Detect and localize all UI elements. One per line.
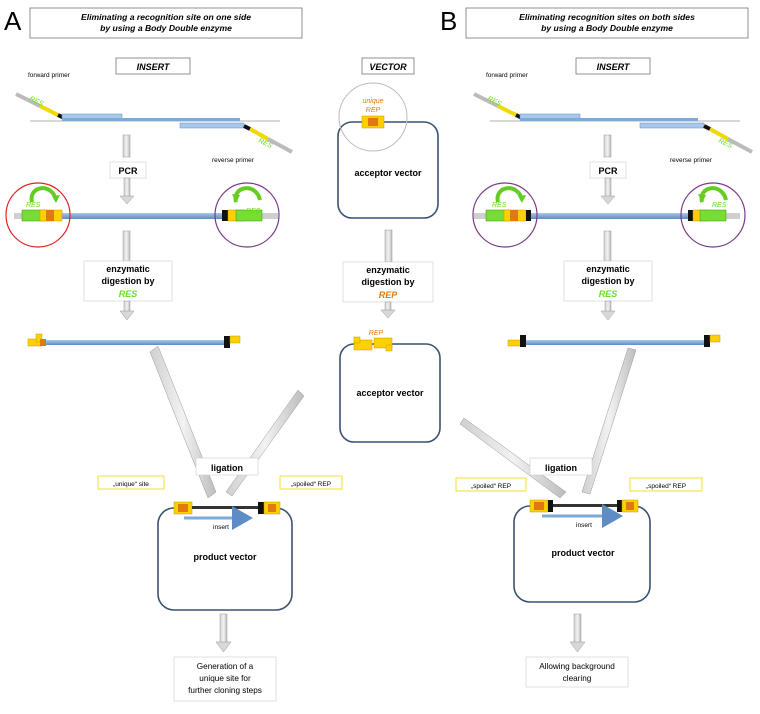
panel-a-outcome-box — [173, 656, 277, 702]
panel-a-curved-arrow-left — [29, 186, 58, 203]
panel-a-purple-circle — [214, 182, 280, 248]
panel-b-insert-small: insert — [576, 522, 592, 529]
panel-a-ligation-label: ligation — [211, 463, 243, 473]
panel-a-arrow-outcome — [215, 613, 232, 653]
panel-a-product-vector-label: product vector — [193, 552, 257, 562]
panel-b-purple-circle-left — [472, 182, 538, 248]
panel-a-outcome-line2: unique site for — [199, 674, 251, 683]
panel-a-digest-line2: digestion by — [101, 276, 154, 286]
vector-rep-site — [361, 115, 385, 129]
panel-b-digest-enzyme: RES — [599, 289, 618, 299]
panel-a-insert-box — [115, 57, 191, 75]
panel-a-outcome-line3: further cloning steps — [188, 686, 262, 695]
vector-cut-ends — [353, 336, 393, 352]
panel-b-site-left-box — [455, 477, 527, 492]
panel-b-insert-label: INSERT — [597, 62, 631, 72]
panel-a-digest-line1: enzymatic — [106, 264, 150, 274]
vector-unique-line2: REP — [366, 107, 381, 114]
panel-b-title-box — [465, 7, 749, 39]
panel-b-arrow-outcome — [569, 613, 586, 653]
vector-digest-enzyme: REP — [379, 290, 399, 300]
vector-digest-line1: enzymatic — [366, 265, 410, 275]
panel-b-res-tag-circle-left: RES — [492, 202, 507, 209]
panel-a-res-tag-circle-right: RES — [246, 208, 261, 215]
panel-b-arrow-pcr — [603, 134, 612, 158]
panel-b-reverse-primer: reverse primer — [670, 157, 713, 164]
panel-a-title-line1: Eliminating a recognition site on one si… — [81, 12, 251, 22]
vector-arrow-digest-down — [380, 301, 396, 319]
panel-a-site-right-box — [279, 475, 343, 490]
panel-b-arrow-digest-down — [600, 300, 616, 321]
panel-a-reverse-primer-graphic — [179, 122, 293, 154]
panel-b-arrow-ligation-left — [459, 417, 567, 499]
panel-b-digested-insert — [507, 334, 721, 347]
panel-b-insert-box — [575, 57, 651, 75]
vector-acceptor-vector-cut-label: acceptor vector — [356, 388, 424, 398]
panel-a-title-line2: by using a Body Double enzyme — [100, 23, 232, 33]
panel-b-digest-line2: digestion by — [581, 276, 634, 286]
panel-b-outcome-line2: clearing — [563, 674, 592, 683]
panel-a-title-box — [29, 7, 303, 39]
panel-b-ligation-box — [529, 457, 593, 476]
panel-a-digested-insert — [27, 333, 241, 348]
panel-b-arrow-pcr-down — [600, 177, 616, 205]
vector-rep-tag: REP — [369, 330, 384, 337]
panel-a-reverse-primer: reverse primer — [212, 157, 255, 164]
vector-arrow-digest — [384, 229, 393, 263]
panel-b-arrow-digest — [603, 230, 612, 262]
vector-digest-box — [342, 261, 434, 303]
panel-a-digest-enzyme: RES — [119, 289, 138, 299]
panel-b-ligation-label: ligation — [545, 463, 577, 473]
panel-a-red-circle — [5, 182, 71, 248]
panel-a-forward-primer: forward primer — [28, 72, 71, 79]
panel-a-arrow-digest-down — [119, 300, 135, 321]
panel-b-curved-arrow-left — [495, 186, 524, 203]
panel-b-title-line1: Eliminating recognition sites on both si… — [519, 12, 695, 22]
panel-b-pcr-product — [474, 209, 740, 222]
panel-b-purple-circle-right — [680, 182, 746, 248]
panel-b-res-tag-circle-right: RES — [712, 202, 727, 209]
vector-unique-line1: unique — [362, 98, 383, 105]
panel-b-site-right-box — [629, 477, 703, 492]
panel-a-outcome-line1: Generation of a — [197, 662, 254, 671]
panel-a-letter: A — [4, 6, 22, 36]
panel-a-arrow-pcr-down — [119, 177, 135, 205]
panel-b-product-insert — [529, 499, 639, 528]
panel-b-site-right: „spoiled“ REP — [646, 483, 686, 490]
vector-acceptor-vector — [337, 121, 439, 219]
panel-a-pcr-product — [14, 209, 278, 222]
panel-a-pcr-label: PCR — [118, 166, 138, 176]
panel-a-site-left-box — [97, 475, 165, 490]
panel-a-insert-label: INSERT — [137, 62, 171, 72]
panel-b-forward-primer: forward primer — [486, 72, 529, 79]
panel-b-pcr-label: PCR — [598, 166, 618, 176]
panel-b-product-vector-label: product vector — [551, 548, 615, 558]
panel-b-site-left: „spoiled“ REP — [471, 483, 511, 490]
vector-acceptor-vector-label: acceptor vector — [354, 168, 422, 178]
panel-b-arrow-ligation-right — [581, 347, 637, 495]
panel-a-insert-small: insert — [213, 524, 229, 531]
panel-a-forward-primer-graphic — [15, 92, 240, 121]
panel-a-arrow-digest — [122, 230, 131, 262]
panel-b-title-line2: by using a Body Double enzyme — [541, 23, 673, 33]
panel-b-letter: B — [440, 6, 457, 36]
panel-b-outcome-box — [525, 656, 629, 688]
panel-a-res-tag-circle-left: RES — [26, 202, 41, 209]
panel-a-product-insert — [173, 501, 281, 530]
panel-a-site-left: „unique“ site — [113, 481, 149, 488]
panel-a-arrow-pcr — [122, 134, 131, 158]
vector-digest-line2: digestion by — [361, 277, 414, 287]
panel-a-ligation-box — [195, 457, 259, 476]
panel-a-site-right: „spoiled“ REP — [291, 481, 331, 488]
panel-b-digest-box — [563, 260, 653, 302]
panel-b-reverse-primer-graphic — [639, 122, 753, 154]
panel-a-digest-box — [83, 260, 173, 302]
panel-b-forward-primer-graphic — [473, 92, 698, 121]
vector-unique-rep-circle — [338, 82, 408, 152]
vector-label: VECTOR — [369, 62, 407, 72]
vector-label-box — [361, 57, 415, 75]
panel-b-digest-line1: enzymatic — [586, 264, 630, 274]
panel-b-outcome-line1: Allowing background — [539, 662, 615, 671]
